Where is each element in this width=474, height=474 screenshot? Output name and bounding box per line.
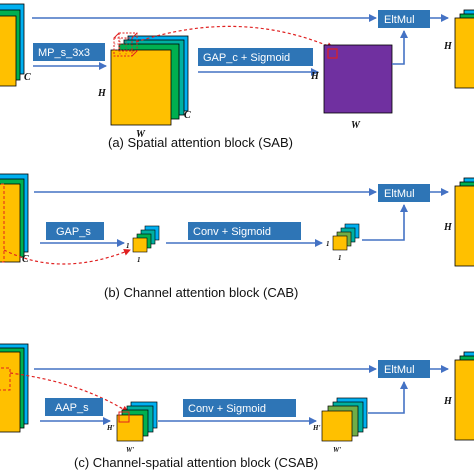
- cab-vector-stack: [132, 225, 160, 253]
- sab-map-to-mul-arrow: [392, 30, 408, 65]
- sab-dim-h-map: H: [310, 71, 320, 82]
- csab-op1-label: AAP_s: [55, 402, 89, 414]
- sab-eltmul-box: [378, 10, 430, 28]
- cab-output-stack: [454, 177, 474, 267]
- cab-dim-h-out: H: [443, 222, 453, 233]
- csab-weight-stack: [321, 397, 368, 442]
- csab-op1-box: [45, 398, 103, 416]
- csab-pooled-stack: [116, 401, 158, 442]
- csab-dim-h-a: H': [106, 424, 114, 432]
- cab-input-stack: [0, 173, 29, 263]
- cab-dim-c-left: C: [22, 254, 29, 265]
- csab-input-stack: [0, 343, 29, 433]
- csab-op2-label: Conv + Sigmoid: [188, 403, 266, 415]
- csab-dim-w-b: W': [333, 446, 341, 454]
- cab-map-to-mul-arrow: [362, 204, 408, 241]
- cab-dim-one-d: 1: [338, 254, 342, 262]
- cab-dim-one-b: 1: [137, 256, 141, 264]
- sab-map-pixel: [327, 48, 338, 59]
- cab-op2-label: Conv + Sigmoid: [193, 226, 271, 238]
- sab-op2-box: [198, 48, 313, 66]
- csab-caption: (c) Channel-spatial attention block (CSA…: [74, 455, 318, 470]
- sab-op2-label: GAP_c + Sigmoid: [203, 52, 290, 64]
- csab-dashed-curve: [9, 372, 129, 413]
- panel-csab: AAP_s H' W' Conv + Sigmoid H' W' EltMul: [0, 343, 474, 470]
- cab-op1-box: [46, 222, 104, 240]
- csab-dim-h-b: H': [312, 424, 320, 432]
- sab-dim-h-mid: H: [97, 88, 107, 99]
- cab-eltmul-label: EltMul: [384, 188, 415, 200]
- sab-input-stack: [0, 3, 25, 87]
- csab-eltmul-label: EltMul: [384, 364, 415, 376]
- csab-map-to-mul-arrow: [368, 381, 408, 414]
- cab-dim-one-c: 1: [326, 240, 330, 248]
- cab-weight-stack: [332, 223, 360, 251]
- sab-op1-label: MP_s_3x3: [38, 47, 90, 59]
- csab-eltmul-box: [378, 360, 430, 378]
- sab-feature-stack: [110, 35, 189, 126]
- sab-dim-c-mid: C: [184, 110, 191, 121]
- sab-dim-c-left: C: [24, 72, 31, 83]
- sab-op1-box: [33, 43, 105, 61]
- cab-caption: (b) Channel attention block (CAB): [104, 285, 298, 300]
- cab-dashed-curve: [3, 248, 131, 265]
- cab-op1-label: GAP_s: [56, 226, 91, 238]
- sab-sliding-window: [113, 32, 138, 57]
- sab-output-stack: [454, 9, 474, 89]
- sab-dashed-curve: [135, 25, 334, 49]
- csab-dim-h-out: H: [443, 396, 453, 407]
- sab-dim-w-mid: W: [136, 129, 146, 140]
- sab-dim-w-map: W: [351, 120, 361, 131]
- sab-eltmul-label: EltMul: [384, 14, 415, 26]
- csab-op2-box: [183, 399, 296, 417]
- csab-output-stack: [454, 351, 474, 441]
- sab-attention-map: [323, 44, 393, 114]
- panel-sab: C MP_s_3x3 H C W: [0, 3, 474, 150]
- cab-eltmul-box: [378, 184, 430, 202]
- cab-dim-one-a: 1: [126, 242, 130, 250]
- panel-cab: C GAP_s 1 1 Conv + Sigmoid 1 1 Elt: [0, 173, 474, 300]
- csab-dim-w-a: W': [126, 446, 134, 454]
- cab-op2-box: [188, 222, 301, 240]
- sab-caption: (a) Spatial attention block (SAB): [108, 135, 293, 150]
- sab-dim-h-out: H: [443, 41, 453, 52]
